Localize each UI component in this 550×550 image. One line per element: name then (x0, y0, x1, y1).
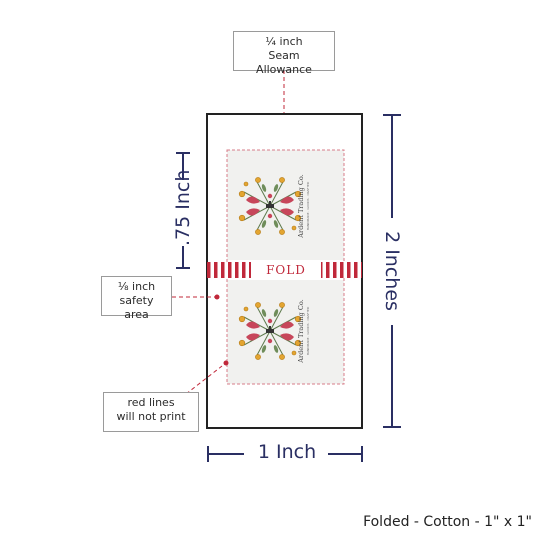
fold-stripe (242, 262, 246, 278)
fold-stripe (340, 262, 344, 278)
fold-stripe (207, 262, 211, 278)
fold-stripe (249, 262, 253, 278)
fold-stripe (354, 262, 358, 278)
svg-text:Ardent Trading Co.: Ardent Trading Co. (297, 174, 305, 238)
width-dimension (207, 446, 363, 462)
seam-allowance-size: ¼ inch (265, 35, 303, 48)
svg-text:Ardent Trading Co.: Ardent Trading Co. (297, 299, 305, 363)
brand-text-top: Ardent Trading Co. HANDMADE · GOODS · CR… (297, 174, 310, 238)
red-lines-line1: red lines (127, 396, 175, 409)
seam-allowance-callout: ¼ inch Seam Allowance (233, 31, 335, 76)
seam-allowance-text: Seam Allowance (256, 49, 312, 76)
fold-stripe (326, 262, 330, 278)
fold-stripe (235, 262, 239, 278)
fold-stripe (221, 262, 225, 278)
fold-stripe (361, 262, 362, 278)
fold-stripe (347, 262, 351, 278)
fold-stripe (228, 262, 232, 278)
fold-label: FOLD (251, 262, 321, 278)
red-lines-line2: will not print (116, 410, 186, 423)
width-label: 1 Inch (257, 441, 317, 463)
fold-stripe (214, 262, 218, 278)
svg-text:HANDMADE · GOODS · CRAFTED: HANDMADE · GOODS · CRAFTED (306, 181, 310, 230)
svg-text:HANDMADE · GOODS · CRAFTED: HANDMADE · GOODS · CRAFTED (306, 306, 310, 355)
half-height-dimension (176, 152, 190, 269)
full-height-label: 2 Inches (381, 231, 403, 311)
full-height-dimension (383, 114, 401, 428)
safety-area-size: ⅛ inch (117, 280, 156, 293)
label-panel-bottom (227, 280, 344, 384)
fold-stripe (333, 262, 337, 278)
label-panel-top (227, 150, 344, 260)
product-caption: Folded - Cotton - 1" x 1" (363, 514, 532, 530)
half-height-label: .75 Inch (172, 169, 194, 246)
brand-text-bottom: Ardent Trading Co. HANDMADE · GOODS · CR… (297, 299, 310, 363)
safety-area-callout: ⅛ inch safety area (101, 276, 172, 321)
red-lines-marker (223, 360, 229, 366)
red-lines-callout: red lines will not print (103, 392, 199, 432)
safety-area-text: safety area (119, 294, 154, 321)
safety-area-marker (214, 294, 220, 300)
red-lines-leader (185, 365, 223, 395)
